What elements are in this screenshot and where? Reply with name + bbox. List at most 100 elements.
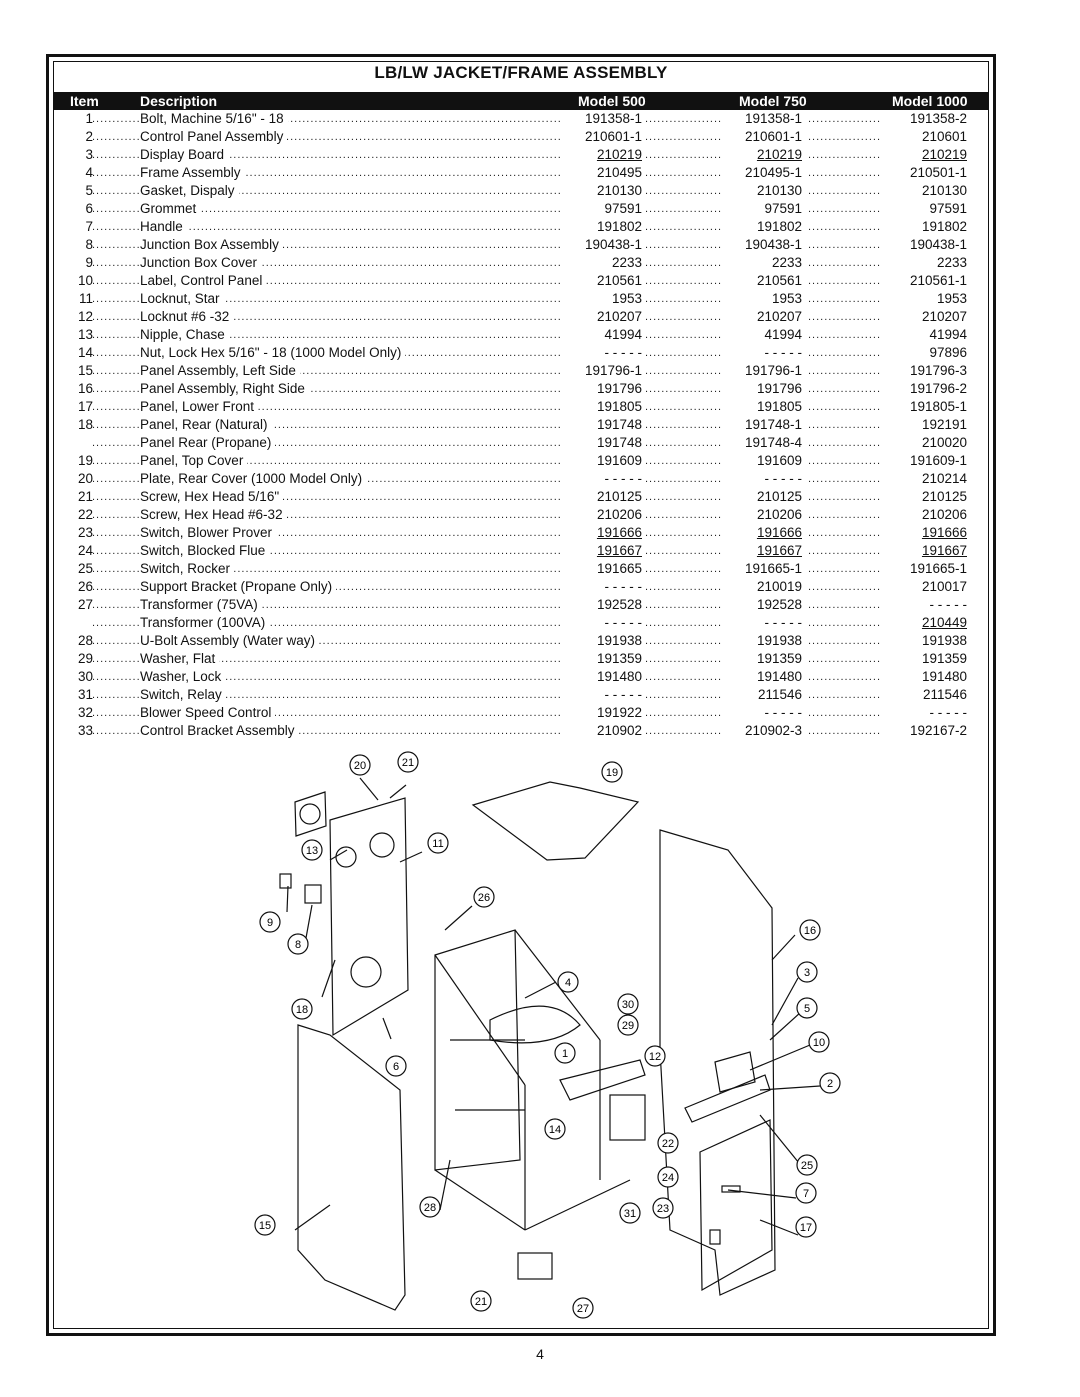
model-500-part: 191748 — [560, 416, 642, 434]
table-row: ........................................… — [0, 542, 1080, 560]
dot-leader: ........................................… — [808, 257, 896, 269]
model-1000-part: 192167-2 — [880, 722, 967, 740]
svg-text:28: 28 — [424, 1202, 436, 1214]
callout-3: 3 — [796, 961, 818, 983]
dot-leader: ........................................… — [645, 653, 740, 665]
part-description: Panel Rear (Propane) — [140, 434, 276, 452]
model-750-part: 41994 — [722, 326, 802, 344]
dot-leader: ........................................… — [645, 131, 740, 143]
model-750-part: 210019 — [722, 578, 802, 596]
callout-8: 8 — [287, 933, 309, 955]
dot-leader: ........................................… — [808, 419, 896, 431]
model-1000-part: 192191 — [880, 416, 967, 434]
model-500-part: 191665 — [560, 560, 642, 578]
model-750-part: 191748-4 — [722, 434, 802, 452]
model-500-part: - - - - - — [560, 686, 642, 704]
dot-leader: ........................................… — [92, 617, 140, 629]
model-1000-part: 191358-2 — [880, 110, 967, 128]
dot-leader: ........................................… — [645, 149, 740, 161]
svg-text:19: 19 — [606, 767, 618, 779]
part-description: Nut, Lock Hex 5/16" - 18 (1000 Model Onl… — [140, 344, 406, 362]
header-model-1000: Model 1000 — [892, 93, 968, 109]
dot-leader: ........................................… — [645, 329, 740, 341]
part-description: Transformer (100VA) — [140, 614, 270, 632]
model-500-part: 97591 — [560, 200, 642, 218]
dot-leader: ........................................… — [140, 329, 580, 341]
dot-leader: ........................................… — [140, 293, 580, 305]
model-500-part: - - - - - — [560, 470, 642, 488]
item-number: 19 — [60, 452, 93, 470]
model-500-part: 191805 — [560, 398, 642, 416]
table-row: ........................................… — [0, 110, 1080, 128]
model-500-part: 210219 — [560, 146, 642, 164]
dot-leader: ........................................… — [140, 689, 580, 701]
model-500-part: 191938 — [560, 632, 642, 650]
model-1000-part: 191802 — [880, 218, 967, 236]
part-description: Panel, Lower Front — [140, 398, 259, 416]
dot-leader: ........................................… — [808, 707, 896, 719]
model-1000-part: 41994 — [880, 326, 967, 344]
dot-leader: ........................................… — [645, 707, 740, 719]
dot-leader: ........................................… — [140, 455, 580, 467]
svg-text:29: 29 — [622, 1020, 634, 1032]
table-row: ........................................… — [0, 398, 1080, 416]
dot-leader: ........................................… — [808, 311, 896, 323]
dot-leader: ........................................… — [808, 131, 896, 143]
model-500-part: 191796-1 — [560, 362, 642, 380]
table-row: ........................................… — [0, 668, 1080, 686]
dot-leader: ........................................… — [808, 329, 896, 341]
part-description: Handle — [140, 218, 187, 236]
model-500-part: 2233 — [560, 254, 642, 272]
model-750-part: 191938 — [722, 632, 802, 650]
svg-text:21: 21 — [402, 757, 414, 769]
model-750-part: 192528 — [722, 596, 802, 614]
part-description: Panel, Rear (Natural) — [140, 416, 272, 434]
model-500-part: 210601-1 — [560, 128, 642, 146]
dot-leader: ........................................… — [808, 689, 896, 701]
model-1000-part: 210601 — [880, 128, 967, 146]
model-500-part: 191748 — [560, 434, 642, 452]
dot-leader: ........................................… — [92, 707, 140, 719]
svg-text:12: 12 — [649, 1051, 661, 1063]
part-description: Panel, Top Cover — [140, 452, 248, 470]
dot-leader: ........................................… — [808, 113, 896, 125]
item-number: 10 — [60, 272, 93, 290]
callout-12: 12 — [644, 1045, 666, 1067]
model-750-part: 191358-1 — [722, 110, 802, 128]
svg-text:27: 27 — [577, 1303, 589, 1315]
page-number: 4 — [536, 1346, 544, 1362]
item-number: 24 — [60, 542, 93, 560]
dot-leader: ........................................… — [645, 383, 740, 395]
dot-leader: ........................................… — [140, 167, 580, 179]
model-500-part: 210902 — [560, 722, 642, 740]
dot-leader: ........................................… — [140, 203, 580, 215]
header-model-500: Model 500 — [578, 93, 646, 109]
svg-text:24: 24 — [662, 1172, 674, 1184]
svg-text:14: 14 — [549, 1124, 561, 1136]
model-750-part: 1953 — [722, 290, 802, 308]
part-description: Support Bracket (Propane Only) — [140, 578, 337, 596]
model-750-part: 191748-1 — [722, 416, 802, 434]
dot-leader: ........................................… — [92, 113, 140, 125]
dot-leader: ........................................… — [808, 581, 896, 593]
dot-leader: ........................................… — [808, 347, 896, 359]
dot-leader: ........................................… — [140, 149, 580, 161]
dot-leader: ........................................… — [645, 185, 740, 197]
dot-leader: ........................................… — [645, 527, 740, 539]
item-number: 2 — [60, 128, 93, 146]
dot-leader: ........................................… — [140, 221, 580, 233]
dot-leader: ........................................… — [645, 635, 740, 647]
header-description: Description — [140, 93, 218, 109]
item-number: 5 — [60, 182, 93, 200]
model-1000-part: 210130 — [880, 182, 967, 200]
model-750-part: 191796-1 — [722, 362, 802, 380]
dot-leader: ........................................… — [645, 365, 740, 377]
item-number: 11 — [60, 290, 93, 308]
part-description: Locknut, Star — [140, 290, 224, 308]
model-750-part: 210219 — [722, 146, 802, 164]
dot-leader: ........................................… — [645, 581, 740, 593]
dot-leader: ........................................… — [808, 437, 896, 449]
table-row: ........................................… — [0, 254, 1080, 272]
table-row: ........................................… — [0, 164, 1080, 182]
